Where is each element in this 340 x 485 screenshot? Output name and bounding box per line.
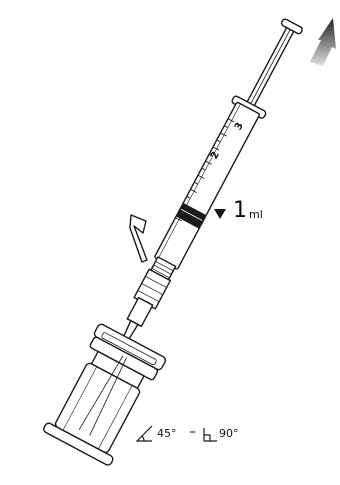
syringe [91,15,309,382]
angle-45-icon [137,426,152,441]
angle-max-label: 90° [219,427,239,440]
volume-unit: ml [249,208,263,221]
adaptor-clip [130,215,147,262]
triangle-pointer-icon [214,209,226,219]
pull-up-arrow-icon [310,18,336,66]
angle-min-label: 45° [157,427,177,440]
angle-90-icon [204,428,217,441]
angle-separator: – [189,424,196,440]
vial [42,323,166,466]
volume-value: 1 [233,198,247,223]
